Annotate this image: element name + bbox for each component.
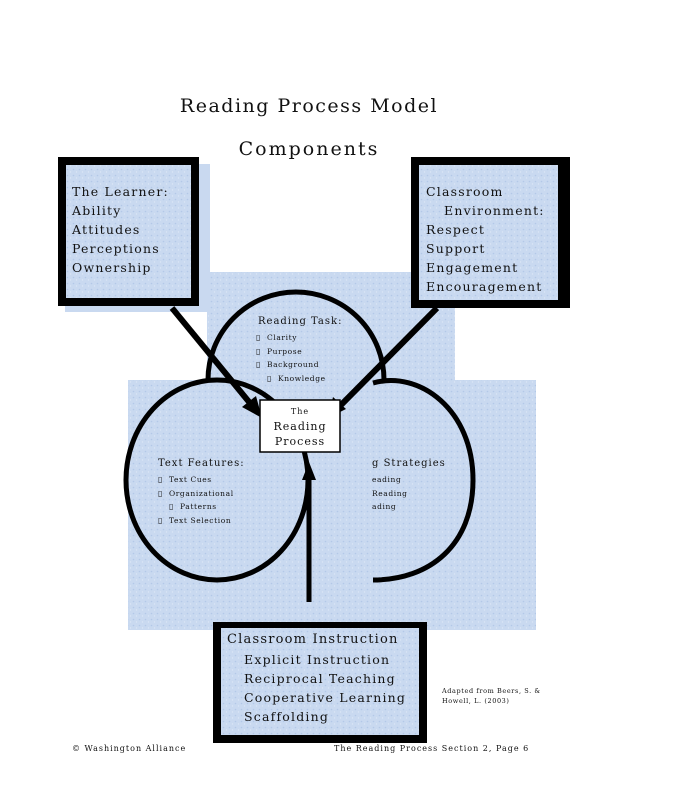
text-features-item: Patterns [158, 500, 234, 514]
environment-item: Engagement [426, 260, 519, 275]
reading-task-item: Clarity [256, 331, 326, 345]
environment-item: Encouragement [426, 279, 543, 294]
reading-task-item: Knowledge [256, 372, 326, 386]
environment-heading-2: Environment: [444, 203, 545, 218]
environment-box: Classroom Environment: Respect Support E… [426, 182, 545, 296]
learner-heading: The Learner: [72, 184, 169, 199]
strategies-heading: g Strategies [372, 458, 446, 469]
reading-task-item: Purpose [256, 345, 326, 359]
environment-item: Support [426, 241, 486, 256]
reading-task-circle [205, 289, 387, 381]
learner-box: The Learner: Ability Attitudes Perceptio… [72, 182, 169, 277]
text-features-heading: Text Features: [158, 458, 245, 469]
strategies-circle [372, 378, 476, 583]
instruction-item: Reciprocal Teaching [244, 671, 396, 686]
instruction-item: Explicit Instruction [244, 652, 391, 667]
text-features-item: Text Selection [158, 514, 234, 528]
learner-item: Attitudes [72, 222, 141, 237]
center-line-3: Process [274, 435, 326, 448]
instruction-item: Cooperative Learning [244, 690, 407, 705]
text-features-item: Text Cues [158, 473, 234, 487]
text-features-list: Text Cues Organizational Patterns Text S… [158, 473, 234, 527]
instruction-box-fill [221, 628, 419, 735]
arrow-learner [169, 306, 257, 410]
environment-item: Respect [426, 222, 486, 237]
center-line-1: The [290, 407, 310, 416]
learner-item: Perceptions [72, 241, 160, 256]
strategies-item: ading [372, 502, 397, 511]
environment-heading-1: Classroom [426, 184, 504, 199]
footer-page-info: The Reading Process Section 2, Page 6 [334, 744, 530, 753]
reading-task-list: Clarity Purpose Background Knowledge [256, 331, 326, 385]
environment-box-fill [419, 165, 558, 300]
instruction-heading: Classroom Instruction [227, 632, 399, 647]
footer-copyright: © Washington Alliance [72, 744, 187, 753]
reading-task-item: Background [256, 358, 326, 372]
learner-box-fill [66, 165, 191, 298]
instruction-item: Scaffolding [244, 709, 330, 724]
text-features-item: Organizational [158, 487, 234, 501]
learner-item: Ability [72, 203, 122, 218]
center-label: The Reading Process [260, 400, 340, 452]
instruction-list: Explicit Instruction Reciprocal Teaching… [244, 650, 406, 726]
arrow-environment [335, 305, 440, 411]
strategies-item: eading [372, 475, 402, 484]
title-line-1: Reading Process Model [179, 95, 439, 117]
arrowhead-learner [242, 396, 262, 418]
strategies-item: Reading [372, 488, 408, 498]
center-box [259, 399, 341, 453]
source-credit: Adapted from Beers, S. & Howell, L. (200… [442, 687, 541, 705]
reading-task-heading: Reading Task: [258, 316, 343, 327]
center-line-2: Reading [273, 420, 327, 433]
learner-item: Ownership [72, 260, 152, 275]
arrowhead-instruction [302, 462, 316, 480]
strategies-list: eading Reading ading [372, 473, 408, 514]
title-line-2: Components [238, 138, 380, 160]
